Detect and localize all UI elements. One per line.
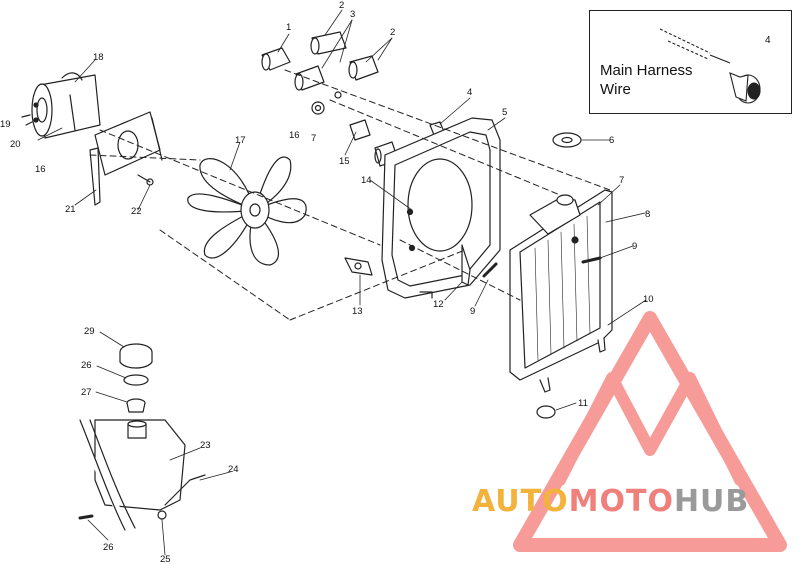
explode-lines [89,69,611,321]
hose-fittings [261,31,379,115]
callout-2: 2 [339,0,344,11]
callout-18: 18 [93,52,104,63]
sensor-connector-icon [659,28,761,104]
callout-15: 15 [339,156,350,167]
callout-2: 2 [390,27,395,38]
callout-3: 3 [350,9,355,20]
drain-plug [536,405,556,419]
callout-16: 16 [35,164,46,175]
leader-lines [37,9,647,556]
callout-1: 1 [286,22,291,33]
radiator-cap [552,132,582,148]
callout-29: 29 [84,326,95,337]
inset-callout: 4 [765,35,771,46]
callout-20: 20 [10,139,21,150]
fan-shroud [381,117,501,299]
callout-21: 21 [65,204,76,215]
callout-26: 26 [103,542,114,553]
inset-label: Main Harness Wire [600,61,730,99]
callout-13: 13 [352,306,363,317]
inset-box: Main Harness Wire 4 [589,10,792,114]
watermark-logo-icon [513,311,787,552]
watermark-auto: AUTO [472,484,569,519]
fan-motor [21,72,101,139]
callout-numbers: 1 2 3 2 4 5 6 7 8 9 10 11 12 9 13 14 15 … [0,0,654,564]
callout-16: 16 [289,130,300,141]
callout-26: 26 [81,360,92,371]
callout-7: 7 [619,175,624,186]
callout-17: 17 [235,135,246,146]
callout-19: 19 [0,119,11,130]
radiator [509,189,613,393]
callout-4: 4 [467,87,472,98]
callout-11: 11 [578,398,588,409]
callout-12: 12 [433,299,444,310]
callout-9: 9 [632,241,637,252]
inset-label-line1: Main Harness [600,62,693,79]
callout-9: 9 [470,306,475,317]
callout-8: 8 [645,209,650,220]
callout-7: 7 [311,133,316,144]
motor-bracket [89,111,163,206]
coolant-reservoir [72,343,206,533]
fan-blade [187,156,307,266]
callout-23: 23 [200,440,211,451]
callout-22: 22 [131,206,142,217]
watermark-text: AUTOMOTOHUB [472,484,792,519]
callout-10: 10 [643,294,654,305]
callout-5: 5 [502,107,507,118]
bolts-9 [482,256,602,278]
bracket-13 [344,257,373,276]
callout-14: 14 [361,175,372,186]
watermark-hub: HUB [673,484,750,519]
callout-24: 24 [228,464,239,475]
callout-27: 27 [81,387,92,398]
callout-25: 25 [160,554,171,564]
watermark-moto: MOTO [568,484,674,519]
callout-6: 6 [609,135,614,146]
inset-label-line2: Wire [600,81,631,98]
